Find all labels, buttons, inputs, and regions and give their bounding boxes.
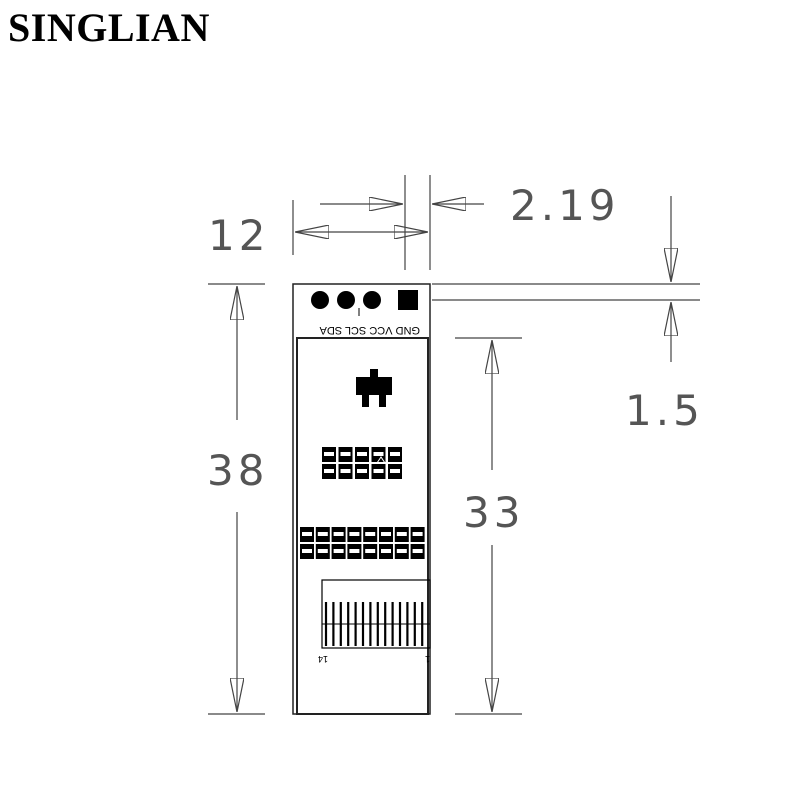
transistor-symbol xyxy=(356,369,392,407)
pin-sda xyxy=(311,291,329,309)
pin-gnd xyxy=(398,290,418,310)
dim-height-label: 38 xyxy=(207,446,268,495)
fpc-connector xyxy=(321,579,431,649)
fpc-mark-left: 14 xyxy=(318,654,328,664)
pin-label: GND VCC SCL SDA xyxy=(319,324,420,336)
dim-display-height-label: 33 xyxy=(463,488,524,537)
dim-header-gap-label: 1.5 xyxy=(625,386,704,435)
fpc-mark-right: 1 xyxy=(425,654,430,664)
dim-pin-offset-label: 2.19 xyxy=(510,181,620,230)
dim-height-lines xyxy=(208,283,265,715)
pin-vcc xyxy=(363,291,381,309)
dim-width-lines xyxy=(292,175,484,270)
dim-header-gap-lines xyxy=(432,196,700,362)
large-pad-array xyxy=(300,527,425,559)
small-pad-array xyxy=(322,447,402,479)
dim-width-label: 12 xyxy=(208,211,269,260)
pin-scl xyxy=(337,291,355,309)
module-outline xyxy=(292,283,431,715)
pin-header xyxy=(311,290,418,316)
dim-display-height-lines xyxy=(455,337,522,715)
brand-logo: SINGLIAN xyxy=(8,5,210,50)
